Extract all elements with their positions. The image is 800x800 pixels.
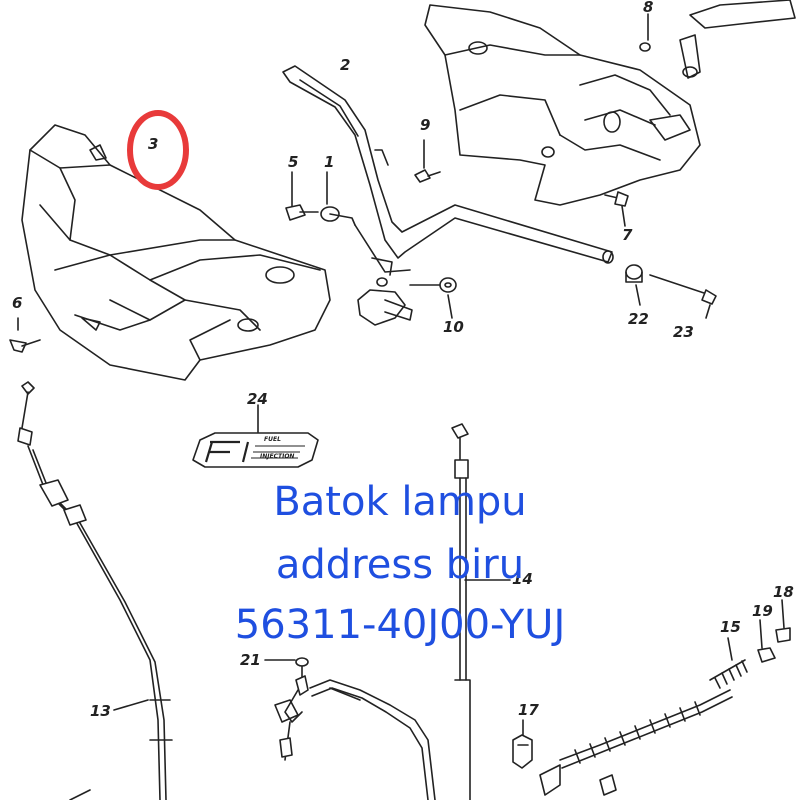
part-label-17: 17 — [518, 701, 539, 719]
caption-line-1: Batok lampu — [273, 479, 527, 525]
brake-cable-part-14 — [451, 423, 511, 800]
part-label-18: 18 — [773, 583, 794, 601]
throttle-cable-part-13 — [17, 381, 173, 800]
fi-emblem-line1: FUEL — [264, 436, 281, 443]
rear-cover — [424, 4, 701, 206]
bolt-part-23 — [649, 274, 717, 319]
linkage — [274, 675, 436, 800]
highlight-circle — [127, 110, 189, 190]
part-label-2: 2 — [340, 56, 351, 74]
collar-part-1 — [320, 171, 356, 226]
caption-line-3: 56311-40J00-YUJ — [234, 602, 566, 648]
part-label-8: 8 — [643, 0, 654, 16]
part-label-24: 24 — [247, 390, 268, 408]
part-label-3: 3 — [148, 135, 159, 153]
part-label-1: 1 — [324, 153, 335, 171]
part-label-9: 9 — [420, 116, 431, 134]
grommet-part-10 — [409, 277, 457, 319]
screw-part-9 — [414, 139, 441, 183]
part-label-23: 23 — [673, 323, 694, 341]
screw-part-21 — [264, 657, 309, 681]
part-label-10: 10 — [443, 318, 464, 336]
rear-brake-cable — [539, 689, 733, 796]
front-cover-part-3 — [21, 124, 331, 381]
part-label-21: 21 — [240, 651, 261, 669]
handlebar-part-2 — [282, 65, 614, 326]
spring-part-15 — [709, 637, 748, 689]
part-label-22: 22 — [628, 310, 649, 328]
part-label-5: 5 — [288, 153, 299, 171]
clamp-part-17 — [512, 719, 533, 769]
cap-part-18 — [775, 599, 791, 643]
collar-part-22 — [625, 264, 643, 306]
screw-part-7 — [604, 191, 629, 227]
fi-emblem-line2: INJECTION — [260, 453, 295, 460]
mirror — [679, 0, 796, 79]
screw-part-6 — [9, 317, 41, 353]
part-label-6: 6 — [12, 294, 23, 312]
part-label-13: 13 — [90, 702, 111, 720]
fi-emblem-artwork — [204, 440, 305, 463]
caption-line-2: address biru — [275, 542, 525, 588]
screw-part-8 — [639, 13, 651, 52]
part-label-7: 7 — [622, 226, 633, 244]
clip-part-19 — [757, 619, 776, 663]
part-label-19: 19 — [752, 602, 773, 620]
part-label-15: 15 — [720, 618, 741, 636]
bolt-part-5 — [285, 171, 319, 221]
part-label-14: 14 — [512, 570, 533, 588]
